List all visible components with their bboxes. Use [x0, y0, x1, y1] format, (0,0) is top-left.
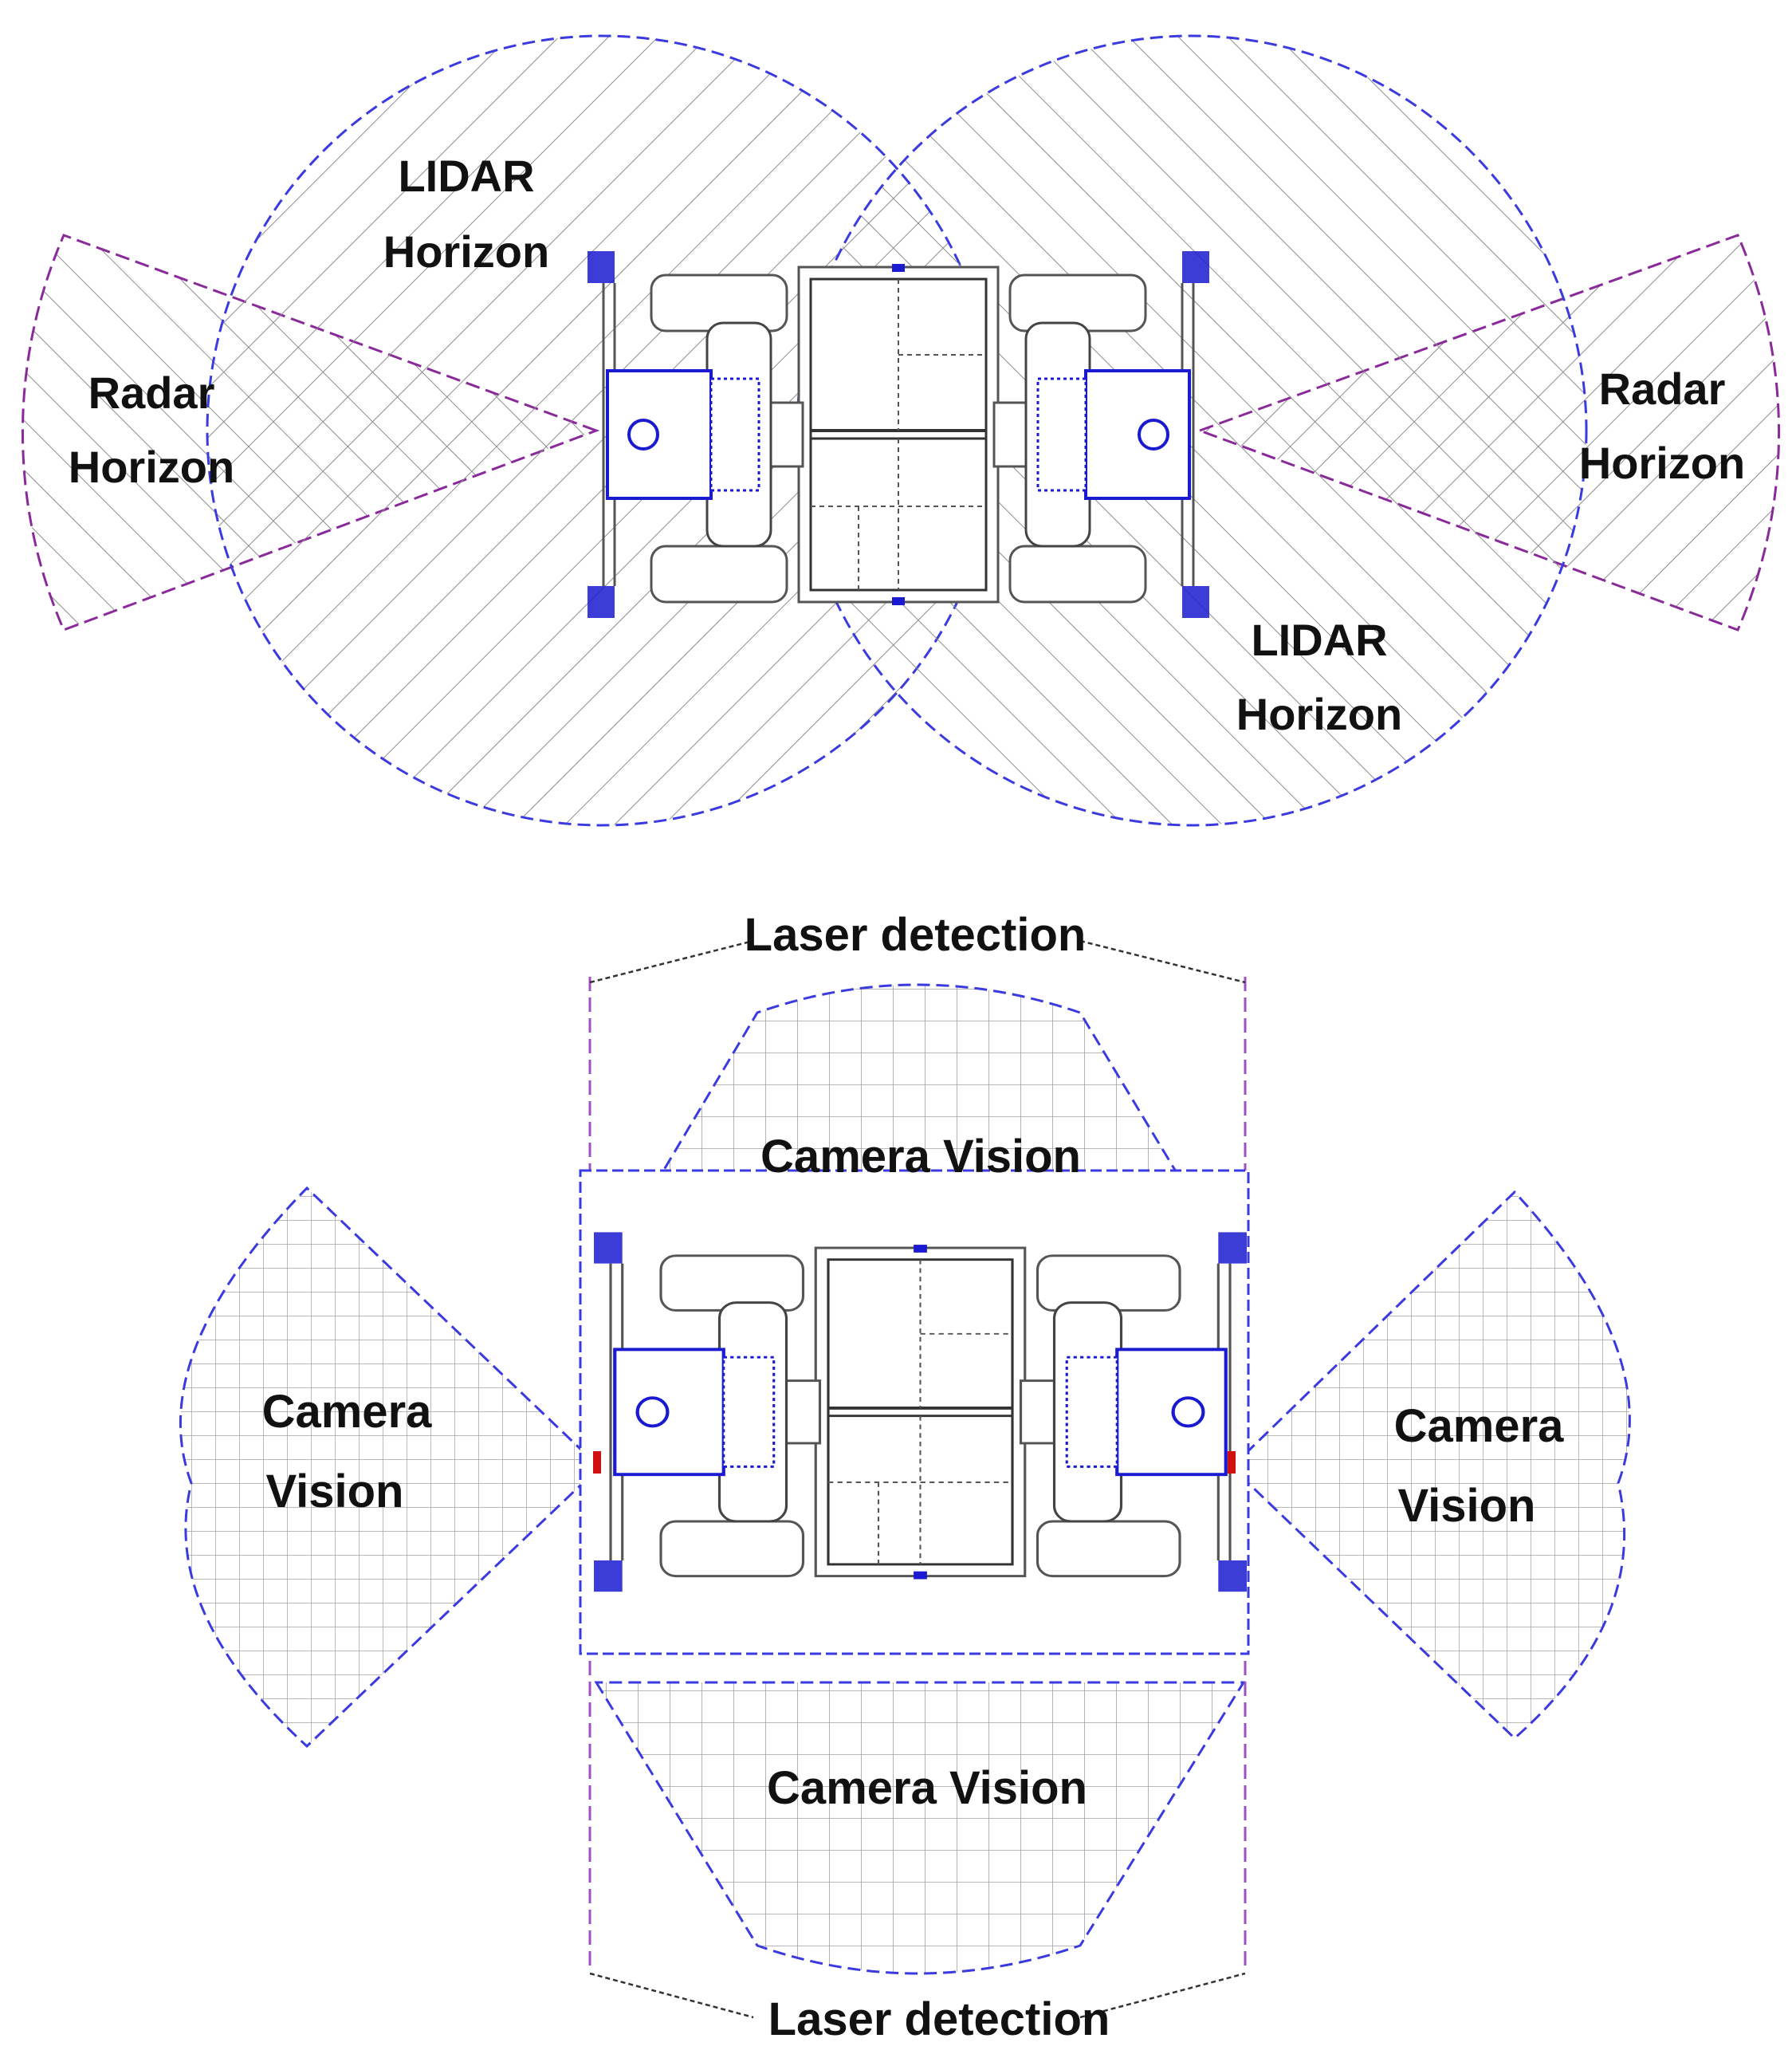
camera-vision-right-label-line1: Camera: [1394, 1400, 1565, 1452]
camera-marker-right: [1228, 1451, 1236, 1474]
radar-left-label-line2: Horizon: [69, 442, 234, 492]
laser-callout-bottom: [589, 1972, 1246, 2019]
camera-vision-top-label: Camera Vision: [760, 1131, 1081, 1182]
top-panel: LIDAR Horizon Radar Horizon Radar Horizo…: [22, 34, 1780, 827]
camera-vision-bottom-label: Camera Vision: [767, 1762, 1087, 1814]
laser-detection-bottom-label: Laser detection: [768, 1993, 1110, 2045]
bottom-panel: Laser detection Camera Vision Camera Vis…: [179, 909, 1631, 2045]
lidar-right-label-line2: Horizon: [1236, 689, 1402, 739]
radar-right-label-line1: Radar: [1599, 364, 1726, 414]
camera-vision-left-label-line2: Vision: [266, 1466, 404, 1517]
vehicle-bottom-view: [594, 1232, 1247, 1592]
laser-callout-top: [589, 939, 1246, 984]
camera-region-bottom: [594, 1681, 1246, 1975]
camera-region-left: [179, 1186, 602, 1749]
lidar-left-label-line1: LIDAR: [398, 151, 534, 201]
lidar-right-label-line1: LIDAR: [1251, 615, 1387, 665]
camera-vision-left-label-line1: Camera: [262, 1386, 433, 1438]
camera-marker-left: [593, 1451, 601, 1474]
camera-vision-right-label-line2: Vision: [1398, 1480, 1536, 1532]
radar-left-label-line1: Radar: [88, 368, 215, 418]
lidar-circle-right: [796, 34, 1588, 827]
radar-right-label-line2: Horizon: [1579, 438, 1745, 488]
laser-detection-top-label: Laser detection: [745, 909, 1087, 961]
camera-region-right: [1229, 1190, 1631, 1741]
lidar-left-label-line2: Horizon: [383, 226, 549, 277]
vehicle-top-view: [586, 250, 1211, 620]
